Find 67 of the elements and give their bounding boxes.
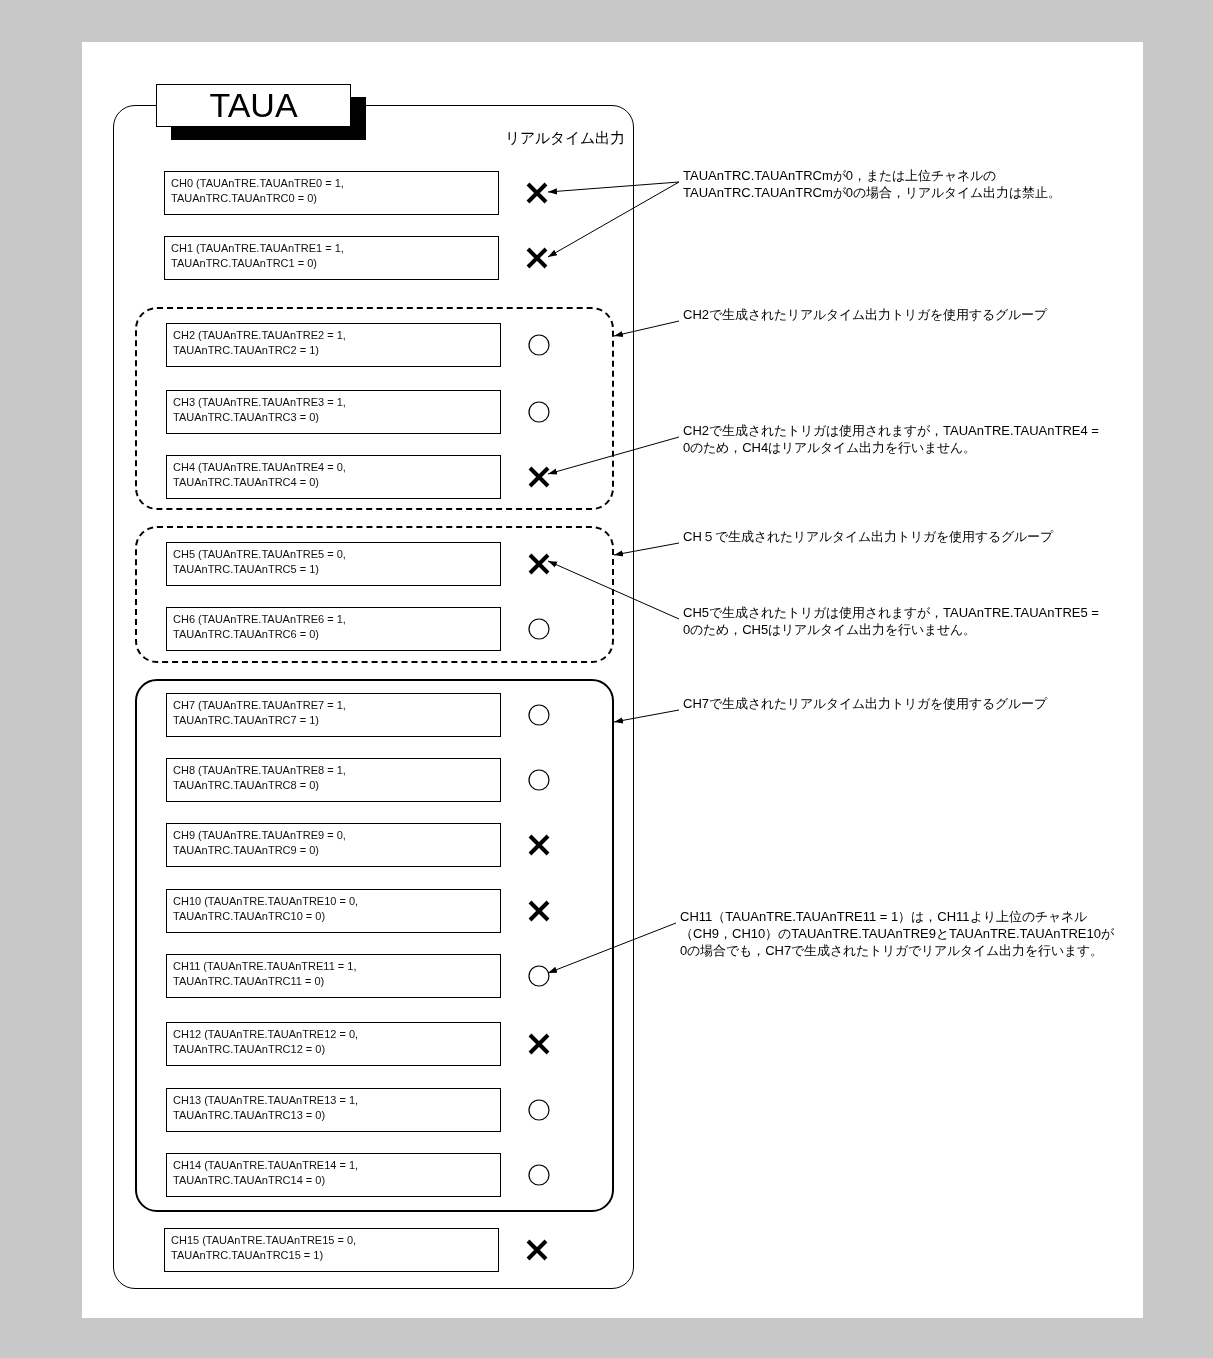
circle-mark [528,1164,550,1186]
channel-box [166,823,501,867]
channel-label: CH4 (TAUAnTRE.TAUAnTRE4 = 0, TAUAnTRC.TAUAnTRC4 = 0) [173,460,347,490]
channel-label: CH5 (TAUAnTRE.TAUAnTRE5 = 0, TAUAnTRC.TAUAnTRC5 = 1) [173,547,347,577]
channel-label: CH7 (TAUAnTRE.TAUAnTRE7 = 1, TAUAnTRC.TAUAnTRC7 = 1) [173,698,347,728]
column-heading: リアルタイム出力 [505,129,625,147]
channel-label: CH9 (TAUAnTRE.TAUAnTRE9 = 0, TAUAnTRC.TAUAnTRC9 = 0) [173,828,347,858]
cross-mark [528,553,550,575]
circle-mark [528,1099,550,1121]
channel-box [166,758,501,802]
channel-label: CH11 (TAUAnTRE.TAUAnTRE11 = 1, TAUAnTRC.TAUAnTRC11 = 0) [173,959,358,989]
channel-box [166,542,501,586]
annotation-text: CH7で生成されたリアルタイム出力トリガを使用するグループ [683,695,1103,731]
cross-mark [526,247,548,269]
leader-arrow [613,709,680,724]
leader-arrow [547,436,680,475]
annotation-text: CH2で生成されたトリガは使用されますが，TAUAnTRE.TAUAnTRE4 = 0のため，CH4はリアルタイム出力を行いません。 [683,422,1103,476]
annotation-text: TAUAnTRC.TAUAnTRCmが0，または上位チャネルのTAUAnTRC.TAUAnTRCmが0の場合，リアルタイム出力は禁止。 [683,167,1103,221]
channel-label: CH13 (TAUAnTRE.TAUAnTRE13 = 1, TAUAnTRC.TAUAnTRC13 = 0) [173,1093,360,1123]
channel-label: CH15 (TAUAnTRE.TAUAnTRE15 = 0, TAUAnTRC.TAUAnTRC15 = 1) [171,1233,358,1263]
channel-label: CH2 (TAUAnTRE.TAUAnTRE2 = 1, TAUAnTRC.TAUAnTRC2 = 1) [173,328,347,358]
channel-box [164,171,499,215]
channel-label: CH3 (TAUAnTRE.TAUAnTRE3 = 1, TAUAnTRC.TAUAnTRC3 = 0) [173,395,347,425]
circle-mark [528,965,550,987]
channel-label: CH14 (TAUAnTRE.TAUAnTRE14 = 1, TAUAnTRC.TAUAnTRC14 = 0) [173,1158,360,1188]
channel-box [166,954,501,998]
channel-label: CH10 (TAUAnTRE.TAUAnTRE10 = 0, TAUAnTRC.TAUAnTRC10 = 0) [173,894,360,924]
channel-box [166,889,501,933]
circle-mark [528,704,550,726]
channel-box [166,323,501,367]
channel-label: CH6 (TAUAnTRE.TAUAnTRE6 = 1, TAUAnTRC.TAUAnTRC6 = 0) [173,612,347,642]
cross-mark [528,900,550,922]
circle-mark [528,401,550,423]
annotation-text: CH５で生成されたリアルタイム出力トリガを使用するグループ [683,528,1103,564]
circle-mark [528,334,550,356]
channel-box [166,1022,501,1066]
cross-mark [528,1033,550,1055]
channel-box [164,236,499,280]
channel-box [166,455,501,499]
channel-box [166,607,501,651]
cross-mark [526,182,548,204]
channel-box [166,390,501,434]
channel-box [166,693,501,737]
annotation-text: CH2で生成されたリアルタイム出力トリガを使用するグループ [683,306,1103,342]
leader-arrow [547,181,680,258]
annotation-text: CH5で生成されたトリガは使用されますが，TAUAnTRE.TAUAnTRE5 = 0のため，CH5はリアルタイム出力を行いません。 [683,604,1103,658]
annotation-text: CH11（TAUAnTRE.TAUAnTRE11 = 1）は，CH11より上位のチャネル（CH9，CH10）のTAUAnTRE.TAUAnTRE9とTAUAnTRE.TAUAnTRE10が0の場合でも，CH7で生成されたトリガでリアルタイム出力を行います。 [680,908,1120,998]
channel-label: CH0 (TAUAnTRE.TAUAnTRE0 = 1, TAUAnTRC.TAUAnTRC0 = 0) [171,176,345,206]
cross-mark [528,834,550,856]
leader-arrow [547,181,680,195]
channel-box [164,1228,499,1272]
leader-arrow [547,922,677,974]
channel-label: CH8 (TAUAnTRE.TAUAnTRE8 = 1, TAUAnTRC.TAUAnTRC8 = 0) [173,763,347,793]
channel-box [166,1088,501,1132]
circle-mark [528,769,550,791]
cross-mark [526,1239,548,1261]
dashed-group-frame [135,526,614,663]
channel-label: CH12 (TAUAnTRE.TAUAnTRE12 = 0, TAUAnTRC.TAUAnTRC12 = 0) [173,1027,360,1057]
dashed-group-frame [135,307,614,510]
leader-arrow [613,542,680,557]
channel-box [166,1153,501,1197]
channel-label: CH1 (TAUAnTRE.TAUAnTRE1 = 1, TAUAnTRC.TAUAnTRC1 = 0) [171,241,345,271]
cross-mark [528,466,550,488]
group-frame [135,679,614,1212]
circle-mark [528,618,550,640]
leader-arrow [547,560,680,620]
leader-arrow [613,320,680,338]
